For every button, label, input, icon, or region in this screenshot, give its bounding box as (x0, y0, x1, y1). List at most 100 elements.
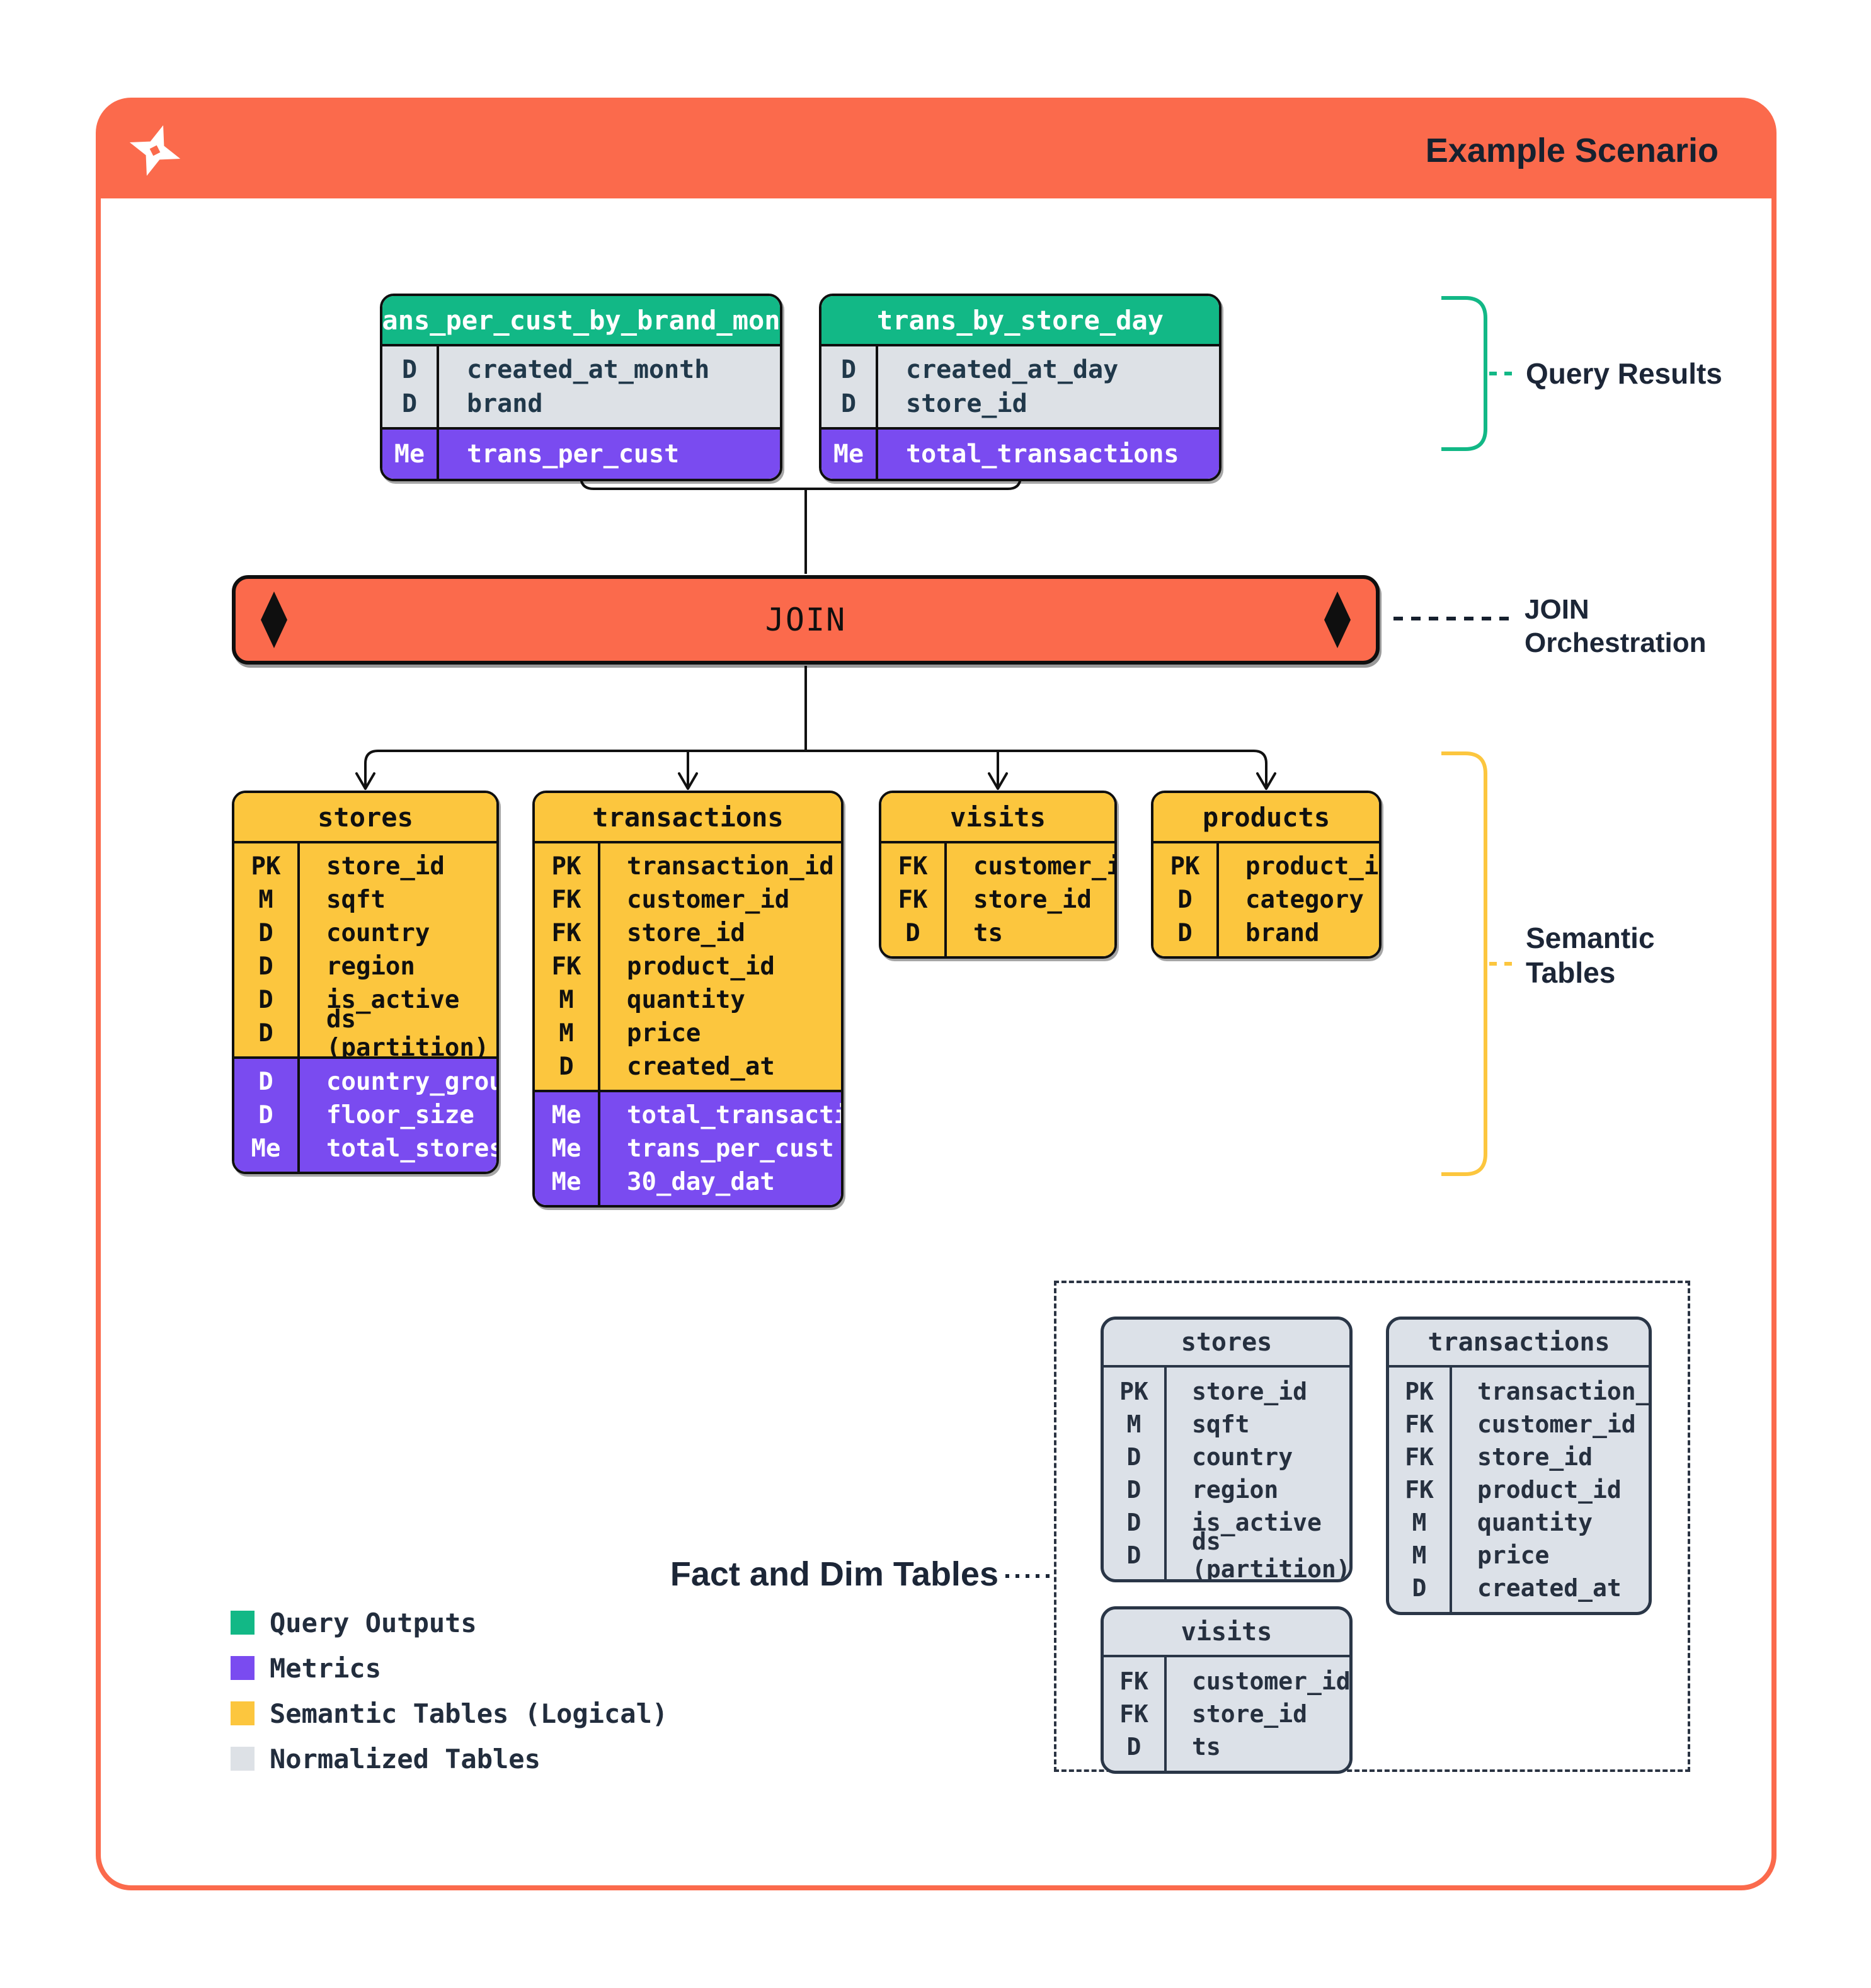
row-key-badge: D (559, 1053, 574, 1081)
dimension-rows: PKtransaction_idFKcustomer_idFKstore_idF… (1389, 1368, 1649, 1612)
row-key-badge: Me (394, 440, 425, 469)
legend-swatch (231, 1701, 255, 1725)
row-key-badge: D (258, 1068, 273, 1096)
row-field-name: sqft (1192, 1410, 1250, 1438)
label-line: Orchestration (1525, 627, 1707, 658)
join-orchestration-label: JOIN Orchestration (1525, 593, 1707, 660)
legend-swatch (231, 1747, 255, 1771)
table-title: stores (1104, 1320, 1349, 1368)
row-key-badge: FK (1119, 1667, 1148, 1695)
row-key-badge: M (1412, 1509, 1427, 1536)
row-field-name: price (627, 1019, 701, 1048)
table-title: transactions (535, 793, 841, 843)
row-key-badge: FK (1405, 1443, 1434, 1471)
row-key-badge: Me (551, 1134, 581, 1163)
row-field-name: store_id (1477, 1443, 1593, 1471)
row-key-badge: Me (551, 1168, 581, 1196)
row-field-name: is_active (326, 986, 460, 1014)
legend-label: Semantic Tables (Logical) (270, 1698, 668, 1729)
row-field-name: transaction_id (627, 852, 834, 881)
table-title: products (1153, 793, 1379, 843)
row-field-name: quantity (1477, 1509, 1593, 1536)
query-table-trans-per-cust-by-brand-month: trans_per_cust_by_brand_month Dcreated_a… (380, 294, 782, 481)
join-label: JOIN (765, 602, 847, 638)
table-row: FK customer_id (1389, 1408, 1649, 1441)
row-field-name: store_id (1192, 1378, 1308, 1405)
table-row: FK store_id (1389, 1441, 1649, 1473)
row-field-name: category (1245, 886, 1364, 914)
row-key-badge: D (840, 389, 857, 418)
fact-dim-label: Fact and Dim Tables (670, 1555, 998, 1593)
row-key-badge: D (401, 355, 418, 384)
row-field-name: trans_per_cust (467, 440, 680, 469)
row-key-badge: FK (1405, 1410, 1434, 1438)
row-key-badge: D (1126, 1443, 1141, 1471)
row-field-name: customer_id (1477, 1410, 1636, 1438)
row-field-name: region (1192, 1476, 1279, 1504)
legend-item: Normalized Tables (231, 1736, 668, 1781)
row-field-name: sqft (326, 886, 386, 914)
row-key-badge: D (1126, 1476, 1141, 1504)
row-field-name: ds (partition) (326, 1005, 489, 1062)
row-field-name: product_id (1477, 1476, 1622, 1504)
metric-rows: Metotal_transactionsMetrans_per_custMe30… (535, 1090, 841, 1205)
row-field-name: brand (1245, 919, 1320, 947)
row-key-badge: Me (551, 1101, 581, 1129)
row-field-name: product_id (1245, 852, 1382, 881)
table-title: trans_by_store_day (821, 296, 1219, 346)
table-row: Me trans_per_cust (382, 436, 780, 472)
table-row: Me total_transactions (535, 1099, 841, 1132)
table-title: transactions (1389, 1320, 1649, 1368)
row-key-badge: PK (1405, 1378, 1434, 1405)
row-key-badge: D (258, 1019, 273, 1048)
row-field-name: total_transactions (627, 1101, 841, 1129)
table-title: trans_per_cust_by_brand_month (382, 296, 780, 346)
legend-item: Metrics (231, 1645, 668, 1691)
row-key-badge: D (1126, 1541, 1141, 1569)
row-key-badge: Me (251, 1134, 281, 1163)
row-key-badge: D (258, 952, 273, 981)
row-key-badge: M (559, 1019, 574, 1048)
table-row: PK transaction_id (535, 850, 841, 883)
metric-rows: Me total_transactions (821, 427, 1219, 479)
table-title: visits (881, 793, 1114, 843)
row-field-name: customer_id (627, 886, 790, 914)
row-field-name: total_transactions (906, 440, 1179, 469)
row-key-badge: FK (898, 852, 928, 881)
row-key-badge: Me (833, 440, 864, 469)
diamond-icon (1324, 591, 1351, 648)
row-key-badge: PK (551, 852, 581, 881)
row-field-name: store_id (326, 852, 445, 881)
